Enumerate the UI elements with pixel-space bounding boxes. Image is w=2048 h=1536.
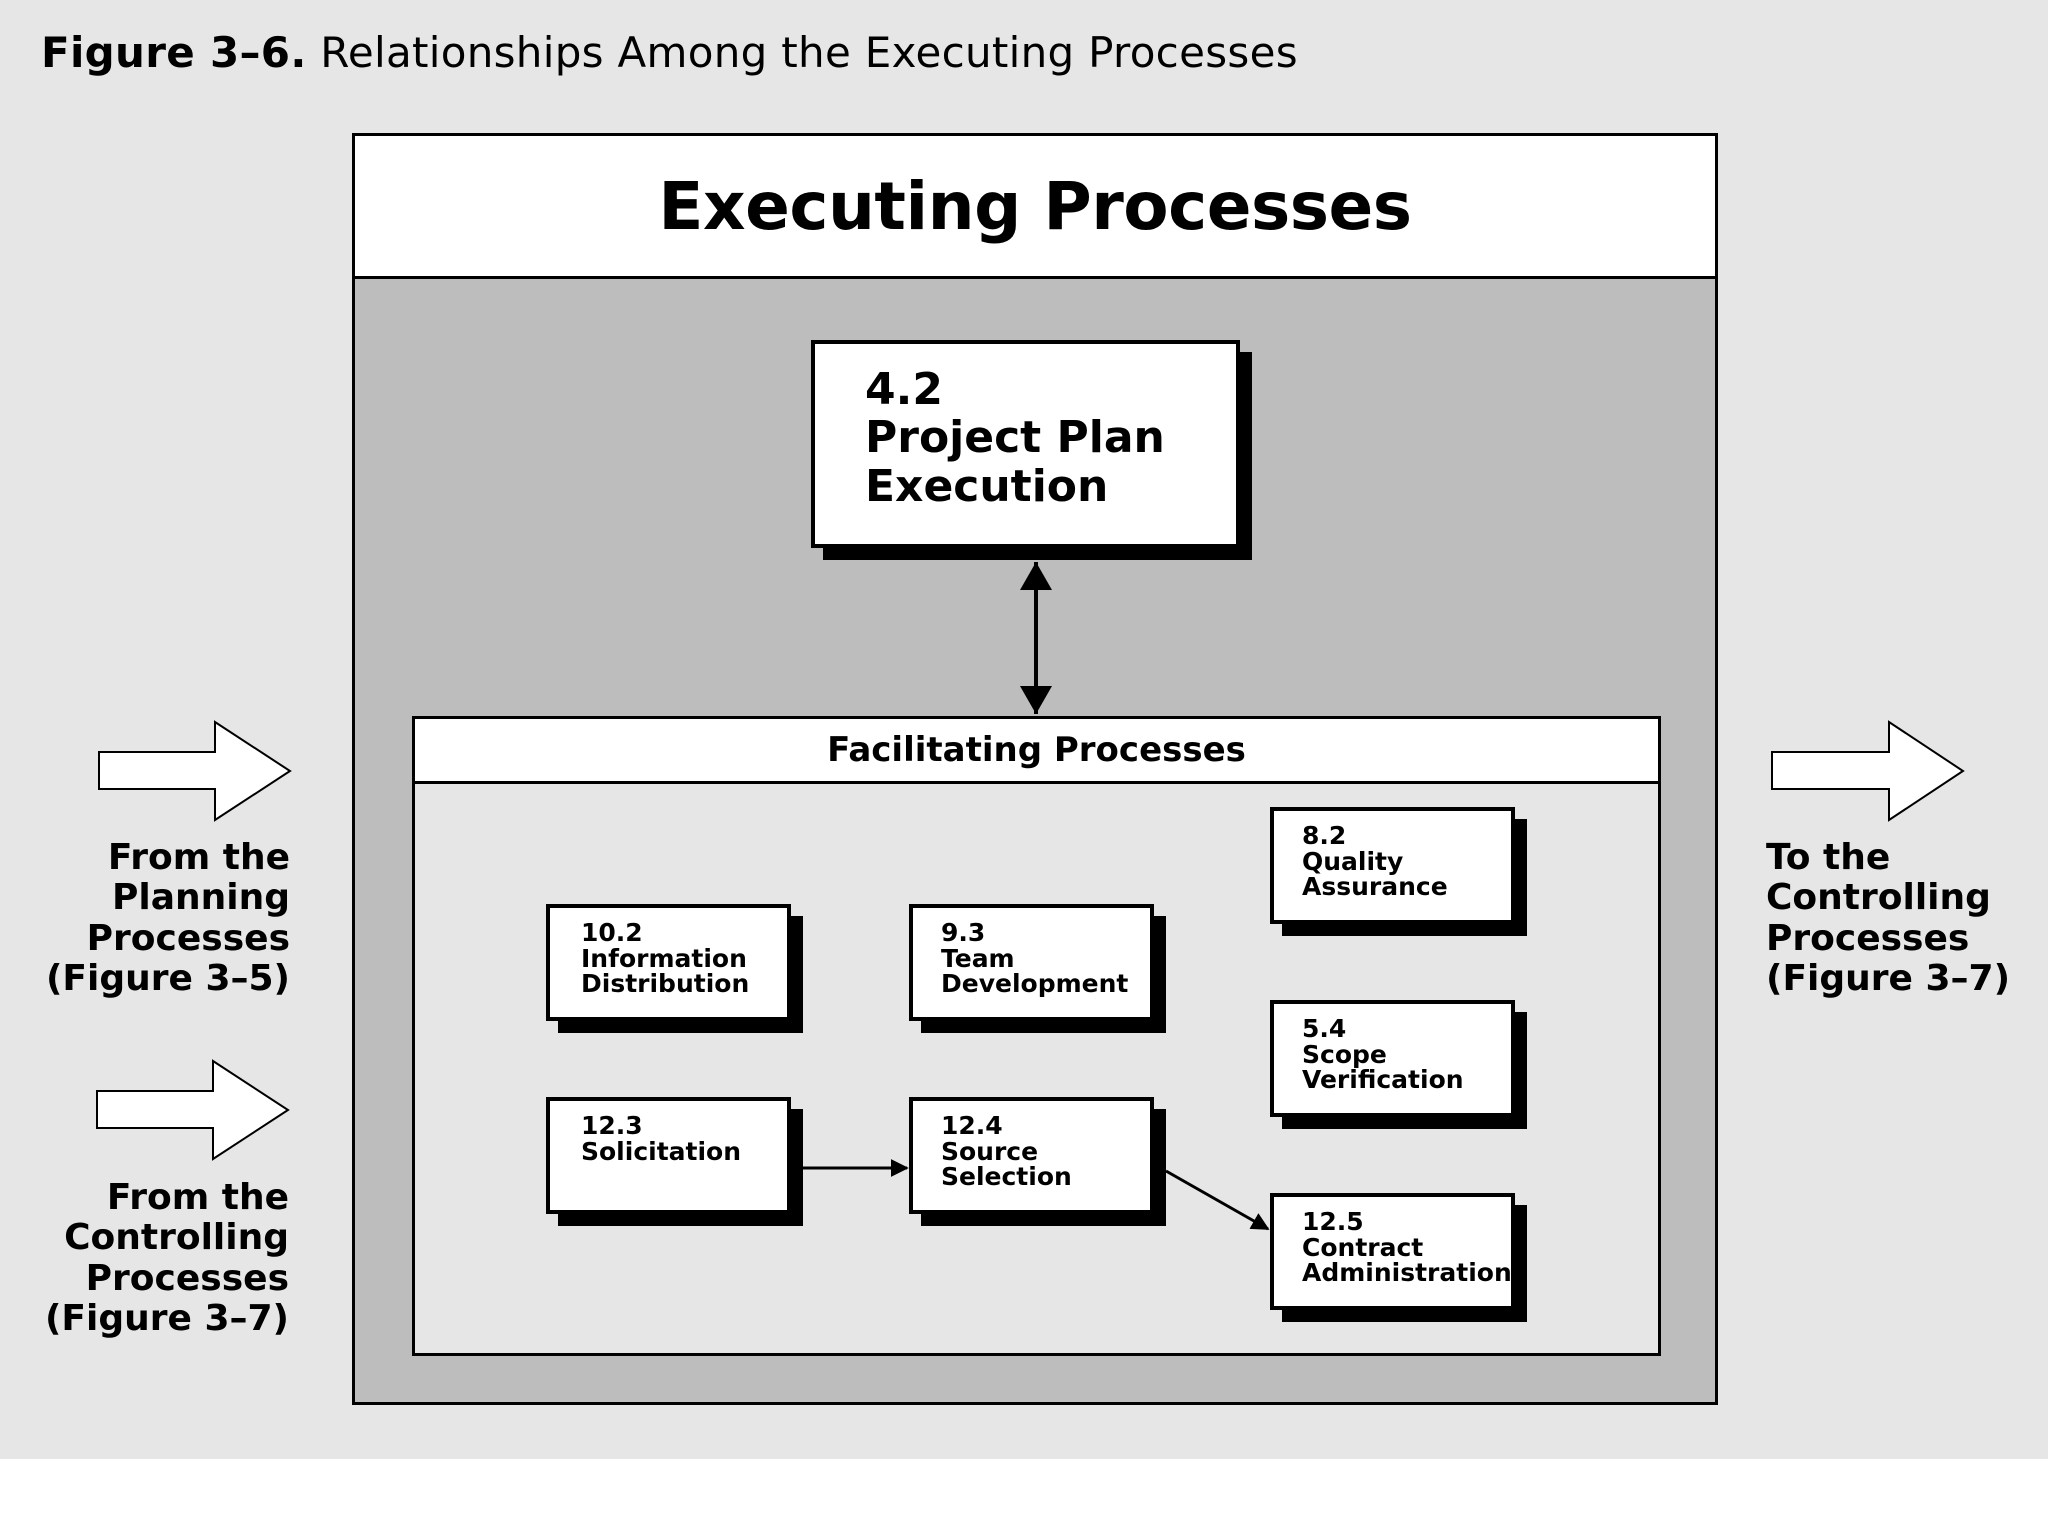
process-name-line1: Quality <box>1302 846 1404 876</box>
process-name-line2: Assurance <box>1302 872 1448 901</box>
input-arrow-icon <box>98 720 292 822</box>
process-box-source-selection: 12.4 Source Selection <box>909 1097 1154 1214</box>
process-name-line1: Solicitation <box>581 1136 742 1166</box>
label-line: (Figure 3–5) <box>45 957 290 999</box>
label-line: From the <box>106 1177 289 1218</box>
executing-processes-title: Executing Processes <box>658 167 1412 245</box>
process-box-information-distribution: 10.2 Information Distribution <box>546 904 791 1021</box>
process-name-line1: Source <box>941 1136 1039 1166</box>
input-label-controlling: From the Controlling Processes (Figure 3… <box>44 1177 289 1339</box>
facilitating-processes-header: Facilitating Processes <box>415 719 1658 784</box>
process-number: 10.2 <box>581 918 643 947</box>
label-line: (Figure 3–7) <box>44 1297 289 1339</box>
process-name-line1: Information <box>581 943 747 973</box>
label-line: From the <box>107 837 290 878</box>
process-name-line2: Verification <box>1302 1065 1464 1094</box>
process-name-line2: Development <box>941 969 1129 998</box>
process-number: 4.2 <box>865 364 943 415</box>
process-name-line2: Distribution <box>581 969 750 998</box>
process-name-line1: Project Plan <box>865 412 1165 464</box>
double-arrow-connector <box>1020 562 1052 714</box>
process-name-line1: Scope <box>1302 1039 1387 1069</box>
process-number: 9.3 <box>941 918 986 947</box>
process-name-line1: Team <box>941 943 1015 973</box>
process-name-line1: Contract <box>1302 1232 1424 1262</box>
label-line: To the <box>1766 837 1891 878</box>
input-arrow-icon <box>96 1059 290 1161</box>
label-line: (Figure 3–7) <box>1766 957 2011 999</box>
input-label-planning: From the Planning Processes (Figure 3–5) <box>45 837 290 999</box>
label-line: Processes <box>85 1257 289 1299</box>
label-line: Controlling <box>1766 877 1991 919</box>
process-box-contract-administration: 12.5 Contract Administration <box>1270 1193 1515 1310</box>
arrow-source-selection-to-contract-administration <box>1165 1169 1270 1231</box>
process-box-project-plan-execution: 4.2 Project Plan Execution <box>811 340 1240 548</box>
process-name-line2: Administration <box>1302 1258 1512 1287</box>
figure-title: Relationships Among the Executing Proces… <box>320 28 1298 77</box>
executing-processes-header: Executing Processes <box>355 136 1715 279</box>
label-line: Planning <box>111 877 290 919</box>
process-name-line2: Execution <box>865 460 1109 512</box>
facilitating-processes-title: Facilitating Processes <box>827 730 1246 770</box>
process-name-line2: Selection <box>941 1162 1072 1191</box>
figure-caption: Figure 3–6. Relationships Among the Exec… <box>41 28 1298 77</box>
output-arrow-icon <box>1771 720 1965 822</box>
label-line: Controlling <box>64 1217 289 1259</box>
process-box-scope-verification: 5.4 Scope Verification <box>1270 1000 1515 1117</box>
process-box-team-development: 9.3 Team Development <box>909 904 1154 1021</box>
figure-number: Figure 3–6. <box>41 28 307 77</box>
process-number: 5.4 <box>1302 1014 1347 1043</box>
label-line: Processes <box>1766 917 1970 959</box>
process-number: 12.5 <box>1302 1207 1364 1236</box>
process-number: 8.2 <box>1302 821 1347 850</box>
output-label-controlling: To the Controlling Processes (Figure 3–7… <box>1766 837 2011 999</box>
process-box-quality-assurance: 8.2 Quality Assurance <box>1270 807 1515 924</box>
process-number: 12.3 <box>581 1111 643 1140</box>
process-box-solicitation: 12.3 Solicitation <box>546 1097 791 1214</box>
label-line: Processes <box>86 917 290 959</box>
process-number: 12.4 <box>941 1111 1003 1140</box>
